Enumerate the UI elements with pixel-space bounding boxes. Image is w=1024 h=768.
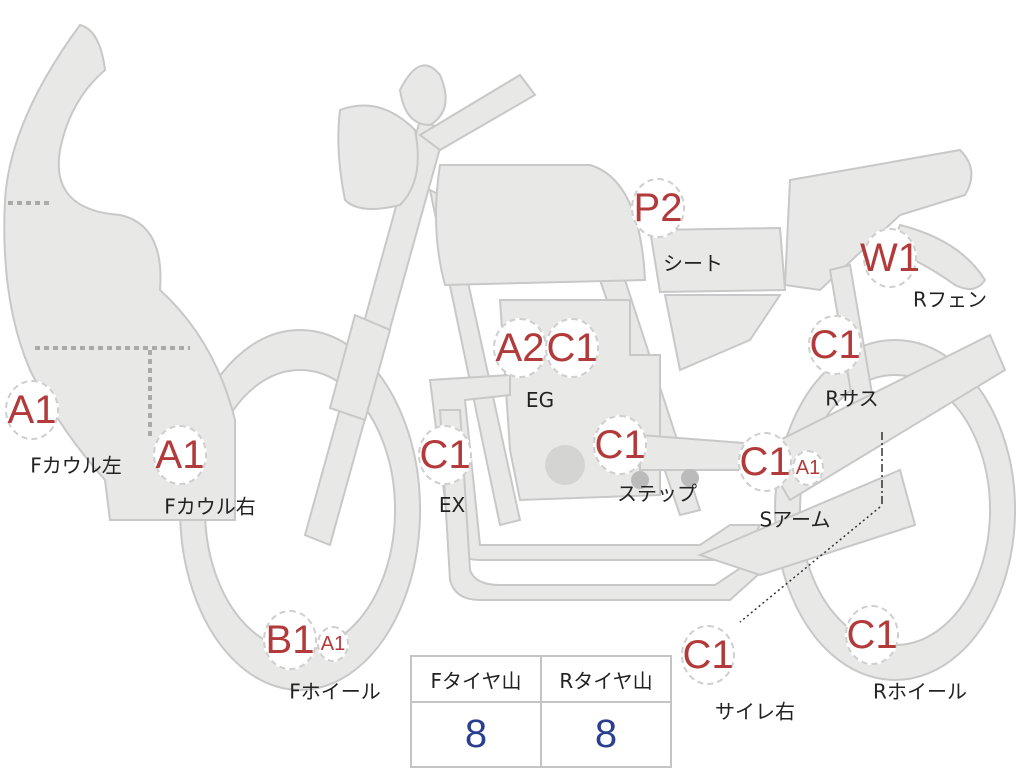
label-step: ステップ [617,481,697,506]
badge-f-wheel[interactable]: B1 [263,610,317,670]
badge-f-cowl-left[interactable]: A1 [5,380,59,440]
tire-tread-table: Fタイヤ山 Rタイヤ山 8 8 [410,655,672,768]
side-cover [663,294,782,372]
badge-f-wheel-sub[interactable]: A1 [317,626,349,662]
label-r-fender: Rフェン [913,287,987,312]
label-f-cowl-right: Fカウル右 [164,494,256,519]
badge-exhaust[interactable]: C1 [418,425,472,485]
label-seat: シート [663,251,723,276]
badge-swingarm-sub[interactable]: A1 [792,450,824,486]
footpeg [631,471,649,489]
header-front-tire: Fタイヤ山 [410,655,542,703]
leader-line-muffler [739,506,881,623]
label-engine: EG [525,388,555,412]
value-rear-tire: 8 [540,701,672,768]
badge-swingarm[interactable]: C1 [738,432,792,492]
header-rear-tire: Rタイヤ山 [540,655,672,703]
value-front-tire: 8 [410,701,542,768]
label-exhaust: EX [438,493,466,517]
label-swingarm: Sアーム [759,507,831,532]
badge-muffler-right[interactable]: C1 [681,625,735,685]
handlebar [418,73,537,152]
headlight [337,104,419,210]
badge-engine-1[interactable]: A2 [493,318,547,378]
label-r-wheel: Rホイール [873,679,967,704]
badge-seat[interactable]: P2 [631,178,685,238]
fuel-tank [435,164,647,287]
badge-engine-2[interactable]: C1 [545,318,599,378]
badge-r-wheel[interactable]: C1 [845,605,899,665]
seat [648,226,787,294]
label-f-cowl-left: Fカウル左 [30,453,122,478]
label-muffler-right: サイレ右 [715,699,795,724]
tail [783,148,973,292]
badge-r-fender[interactable]: W1 [860,228,920,288]
fork-cover [328,313,392,422]
mirror [398,64,447,127]
badge-r-suspension[interactable]: C1 [808,315,862,375]
footpeg-2 [681,469,699,487]
label-r-suspension: Rサス [825,386,879,411]
badge-f-cowl-right[interactable]: A1 [153,425,207,485]
muffler [697,468,917,577]
front-cowl [3,23,236,521]
label-f-wheel: Fホイール [289,679,381,704]
engine-cover [545,445,585,485]
badge-step[interactable]: C1 [593,415,647,475]
